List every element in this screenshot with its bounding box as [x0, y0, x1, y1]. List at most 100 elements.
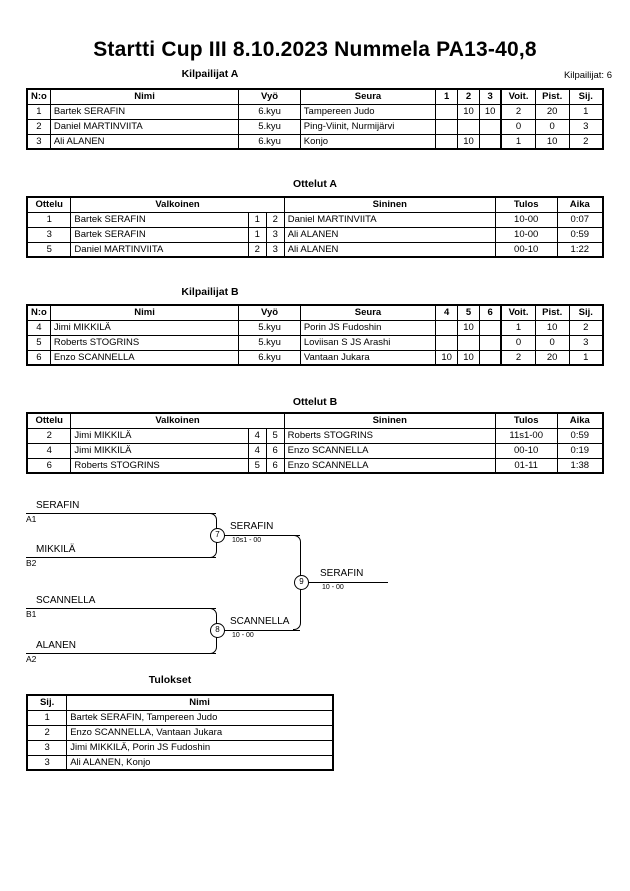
bracket-connector — [209, 638, 217, 654]
bracket-line — [224, 535, 300, 536]
cell-blue-no: 6 — [265, 457, 285, 474]
cell-result: 01-11 — [494, 457, 558, 474]
col-belt: Vyö — [238, 304, 301, 321]
col-opp-4: 4 — [435, 304, 459, 321]
cell-rank: 2 — [568, 133, 604, 150]
table-header-row: Ottelu Valkoinen Sininen Tulos Aika — [26, 412, 604, 429]
cell-white-no: 2 — [247, 241, 267, 258]
bracket-connector — [209, 513, 217, 529]
cell-blue-name: Enzo SCANNELLA — [283, 457, 496, 474]
cell-result: 00-10 — [494, 442, 558, 459]
cell-no: 4 — [26, 319, 51, 336]
col-club: Seura — [299, 304, 437, 321]
col-opp-1: 1 — [435, 88, 459, 105]
table-header-row: N:o Nimi Vyö Seura 1 2 3 Voit. Pist. Sij… — [26, 88, 604, 105]
cell-match-no: 5 — [26, 241, 72, 258]
cell-score-0 — [435, 133, 459, 150]
cell-white-name: Bartek SERAFIN — [70, 211, 249, 228]
cell-result: 11s1-00 — [494, 427, 558, 444]
col-wins: Voit. — [500, 88, 536, 105]
cell-white-name: Jimi MIKKILÄ — [70, 442, 249, 459]
cell-rank: 2 — [568, 319, 604, 336]
cell-time: 1:22 — [556, 241, 604, 258]
bracket-entry-name: ALANEN — [36, 640, 77, 651]
cell-blue-no: 5 — [265, 427, 285, 444]
competitor-count: Kilpailijat: 6 — [563, 70, 612, 81]
cell-belt: 5.kyu — [238, 334, 301, 351]
cell-rank: 1 — [568, 349, 604, 366]
bracket-connector — [209, 608, 217, 624]
cell-rank: 3 — [568, 118, 604, 135]
bracket-entry-name: MIKKILÄ — [36, 544, 76, 555]
bracket-line — [308, 582, 388, 583]
col-name: Nimi — [49, 88, 240, 105]
cell-score-1 — [457, 118, 480, 135]
cell-points: 20 — [534, 103, 570, 120]
col-rank: Sij. — [568, 304, 604, 321]
cell-time: 0:19 — [556, 442, 604, 459]
col-rank: Sij. — [26, 694, 68, 711]
cell-points: 0 — [534, 118, 570, 135]
cell-name: Bartek SERAFIN — [49, 103, 240, 120]
cell-score-2: 10 — [478, 103, 502, 120]
cell-name: Ali ALANEN — [49, 133, 240, 150]
cell-rank: 1 — [26, 709, 68, 726]
cell-no: 6 — [26, 349, 51, 366]
cell-name: Jimi MIKKILÄ — [49, 319, 240, 336]
pool-a-caption: Kilpailijat A — [181, 68, 239, 80]
cell-rank: 3 — [26, 739, 68, 756]
cell-match-no: 3 — [26, 226, 72, 243]
col-blue: Sininen — [283, 196, 496, 213]
cell-score-2 — [479, 319, 502, 336]
bracket-line — [224, 630, 300, 631]
bracket-entry-name: SCANNELLA — [36, 595, 96, 606]
cell-white-name: Jimi MIKKILÄ — [70, 427, 249, 444]
cell-score-2 — [479, 349, 502, 366]
cell-white-no: 4 — [247, 442, 267, 459]
bracket-winner-score: 10 - 00 — [232, 632, 254, 639]
cell-score-1: 10 — [457, 319, 480, 336]
cell-white-name: Daniel MARTINVIITA — [70, 241, 249, 258]
col-club: Seura — [299, 88, 437, 105]
cell-score-2 — [479, 334, 502, 351]
cell-no: 5 — [26, 334, 51, 351]
cell-wins: 1 — [500, 133, 536, 150]
cell-score-1: 10 — [457, 133, 480, 150]
bracket-node-9: 9 — [294, 575, 309, 590]
cell-wins: 2 — [500, 349, 536, 366]
cell-white-no: 1 — [247, 226, 267, 243]
cell-white-no: 5 — [247, 457, 267, 474]
cell-belt: 5.kyu — [238, 319, 301, 336]
cell-time: 0:59 — [556, 427, 604, 444]
cell-score-0 — [435, 334, 459, 351]
cell-time: 1:38 — [556, 457, 604, 474]
cell-no: 2 — [26, 118, 51, 135]
cell-rank: 3 — [568, 334, 604, 351]
bracket-winner-score: 10s1 - 00 — [232, 537, 262, 544]
bracket-champion-score: 10 - 00 — [322, 584, 344, 591]
elimination-bracket: SERAFIN A1 MIKKILÄ B2 7 SERAFIN 10s1 - 0… — [0, 492, 630, 682]
cell-name: Enzo SCANNELLA — [49, 349, 240, 366]
pool-a-table: N:o Nimi Vyö Seura 1 2 3 Voit. Pist. Sij… — [26, 88, 604, 150]
bracket-winner-name: SERAFIN — [230, 521, 274, 532]
cell-wins: 2 — [500, 103, 536, 120]
cell-belt: 5.kyu — [238, 118, 301, 135]
cell-score-2 — [478, 133, 502, 150]
bracket-node-7: 7 — [210, 528, 225, 543]
bracket-line — [26, 608, 216, 609]
bracket-connector — [209, 542, 217, 558]
table-header-row: Sij. Nimi — [26, 694, 334, 711]
col-points: Pist. — [534, 304, 570, 321]
col-time: Aika — [556, 412, 604, 429]
col-opp-5: 5 — [457, 304, 480, 321]
pool-b-caption: Kilpailijat B — [181, 286, 239, 298]
cell-white-no: 4 — [247, 427, 267, 444]
col-result: Tulos — [494, 196, 558, 213]
